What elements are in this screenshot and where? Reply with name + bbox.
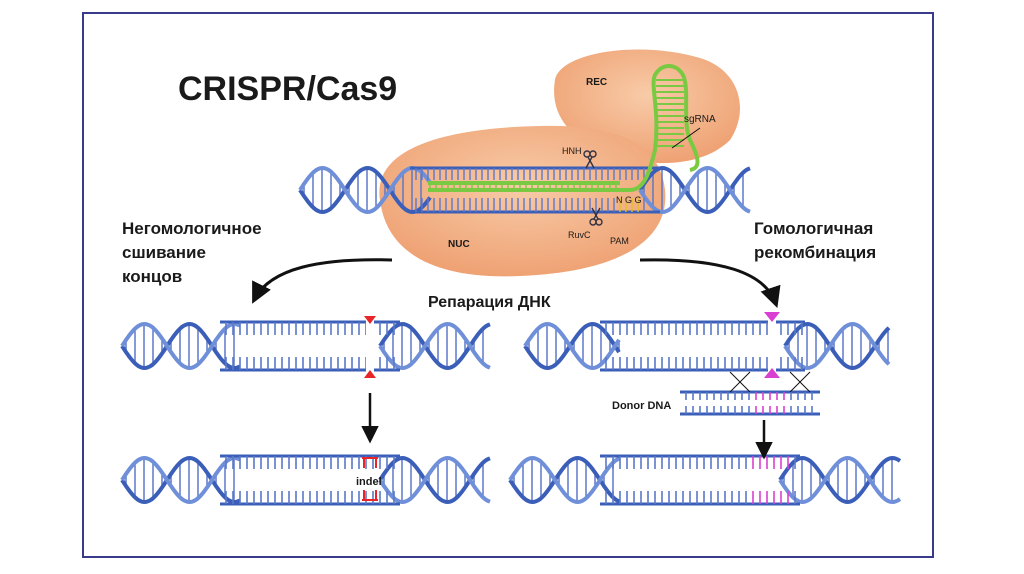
- dna-nhej-cut: [120, 318, 491, 374]
- hr-label-line2: рекомбинация: [754, 243, 876, 262]
- dna-strand: [508, 455, 621, 505]
- dna-strand: [120, 321, 241, 371]
- hnh-label: HNH: [562, 146, 582, 156]
- dna-strand: [508, 455, 621, 505]
- cut-gap: [366, 318, 374, 374]
- dna-strand: [298, 165, 432, 215]
- dna-strand: [778, 455, 902, 505]
- dna-strand: [120, 455, 241, 505]
- dna-strand: [378, 455, 491, 505]
- indel-marks: [362, 457, 378, 501]
- nuc-label: NUC: [448, 239, 470, 250]
- dna-strand: [378, 455, 491, 505]
- dna-strand: [378, 321, 491, 371]
- ngg-label: N G G: [616, 195, 642, 205]
- hr-label-line1: Гомологичная: [754, 219, 873, 238]
- recombination-crossover: [729, 371, 811, 393]
- cut-marker: [764, 368, 780, 378]
- dna-strand: [298, 165, 432, 215]
- donor-dna: [680, 390, 820, 416]
- scissors-icon: [583, 150, 597, 169]
- dna-hr-result: [508, 454, 902, 506]
- nhej-label-line2: сшивание: [122, 243, 206, 262]
- dna-hr-cut: [523, 318, 891, 374]
- dna-strand: [523, 321, 621, 371]
- repair-label: Репарация ДНК: [428, 294, 551, 311]
- arrow-to-nhej: [252, 258, 393, 304]
- nhej-label-line1: Негомологичное: [122, 219, 262, 238]
- cut-marker: [364, 370, 376, 378]
- cut-marker: [764, 312, 780, 322]
- arrow-to-hr: [639, 258, 781, 308]
- dna-strand: [120, 321, 241, 371]
- page-title: CRISPR/Cas9: [178, 70, 397, 108]
- cut-marker: [364, 316, 376, 324]
- dna-strand: [778, 455, 902, 505]
- cut-gap: [768, 318, 776, 374]
- ruvc-label: RuvC: [568, 230, 591, 240]
- diagram-frame: [82, 12, 934, 558]
- sgrna-label: sgRNA: [684, 114, 716, 125]
- nhej-label-line3: концов: [122, 267, 182, 286]
- dna-nhej-result: [120, 454, 491, 506]
- scissors-icon: [589, 207, 603, 226]
- dna-strand: [120, 455, 241, 505]
- sgrna: [428, 64, 700, 192]
- dna-strand: [783, 321, 891, 371]
- indel-label: indel: [356, 476, 382, 488]
- pam-label: PAM: [610, 236, 629, 246]
- donor-label: Donor DNA: [612, 400, 671, 412]
- rec-label: REC: [586, 77, 607, 88]
- sgrna-pointer: [671, 127, 701, 149]
- dna-strand: [378, 321, 491, 371]
- nuc-lobe: [379, 125, 666, 277]
- dna-strand: [523, 321, 621, 371]
- cas9-protein: [379, 49, 740, 277]
